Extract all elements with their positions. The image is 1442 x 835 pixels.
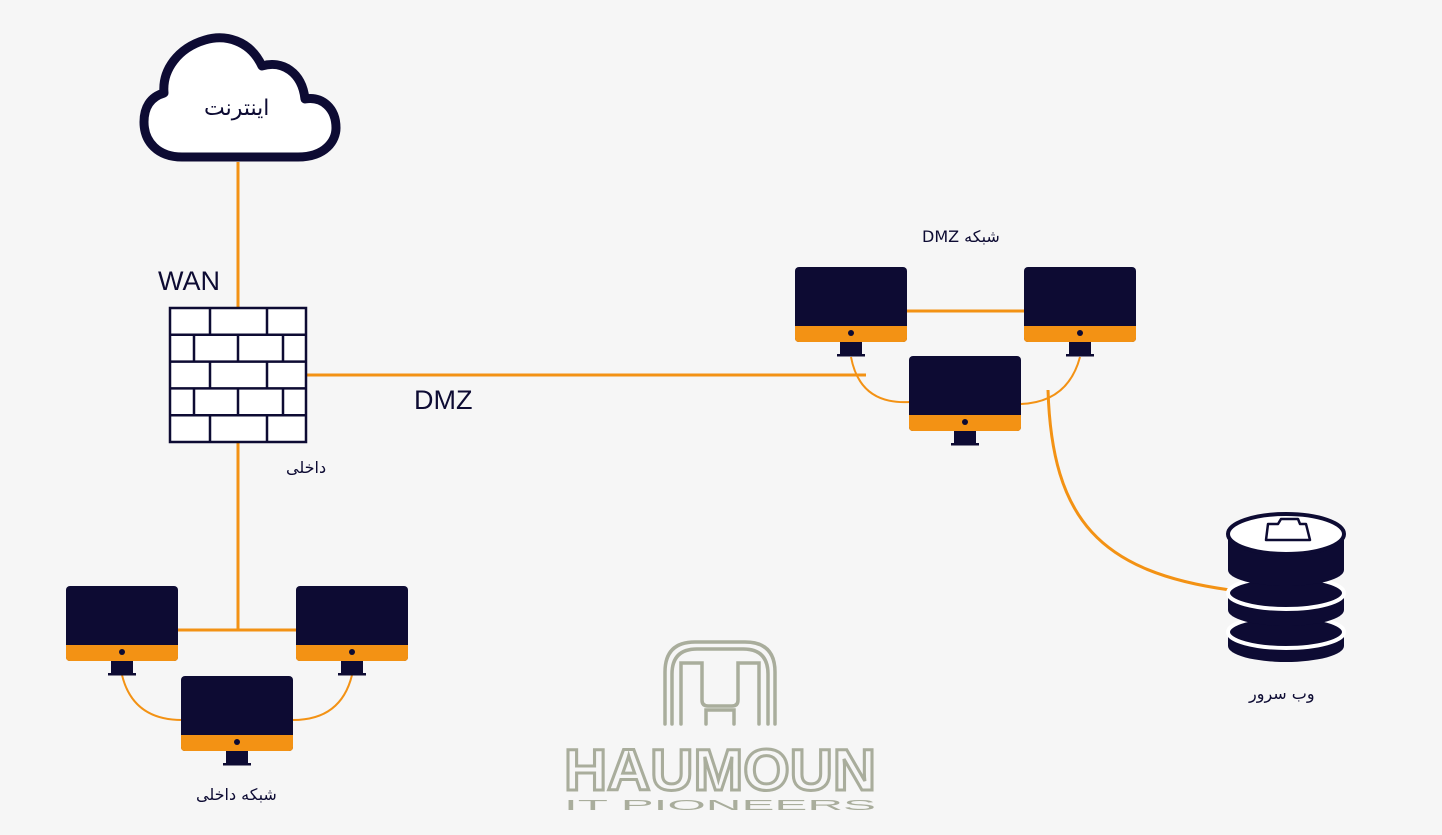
dmz-network-label: شبکه DMZ: [922, 227, 1000, 246]
dmz-monitor-left: [795, 267, 907, 357]
dmz-right-curve: [1020, 356, 1081, 405]
haumoun-logo: HAUMOUN IT PIONEERS: [563, 640, 878, 814]
internal-network-label: شبکه داخلی: [196, 785, 277, 804]
haumoun-h-mark: [663, 640, 777, 726]
internal-monitor-right: [296, 586, 408, 676]
internal-label: داخلی: [286, 458, 327, 477]
internal-monitor-left: [66, 586, 178, 676]
internal-right-curve: [292, 674, 353, 721]
firewall-brick-icon: [168, 306, 308, 444]
folder-icon: [1264, 517, 1312, 542]
dmz-left-curve: [850, 356, 911, 404]
cloud-icon: [139, 33, 341, 162]
dmz-monitor-center: [909, 356, 1021, 446]
svg-text:IT PIONEERS: IT PIONEERS: [564, 797, 876, 814]
dmz-web-server-link: [1046, 389, 1231, 592]
database-server-icon: [1226, 512, 1346, 662]
internet-label: اینترنت: [204, 96, 270, 121]
dmz-monitor-right: [1024, 267, 1136, 357]
curved-links: [121, 356, 1081, 721]
internal-monitor-center: [181, 676, 293, 766]
web-server-label: وب سرور: [1249, 684, 1315, 703]
svg-text:HAUMOUN: HAUMOUN: [564, 738, 876, 803]
connection-lines: [178, 162, 1231, 632]
wan-label: WAN: [158, 266, 220, 296]
internal-left-curve: [121, 674, 183, 721]
dmz-label: DMZ: [414, 385, 473, 415]
